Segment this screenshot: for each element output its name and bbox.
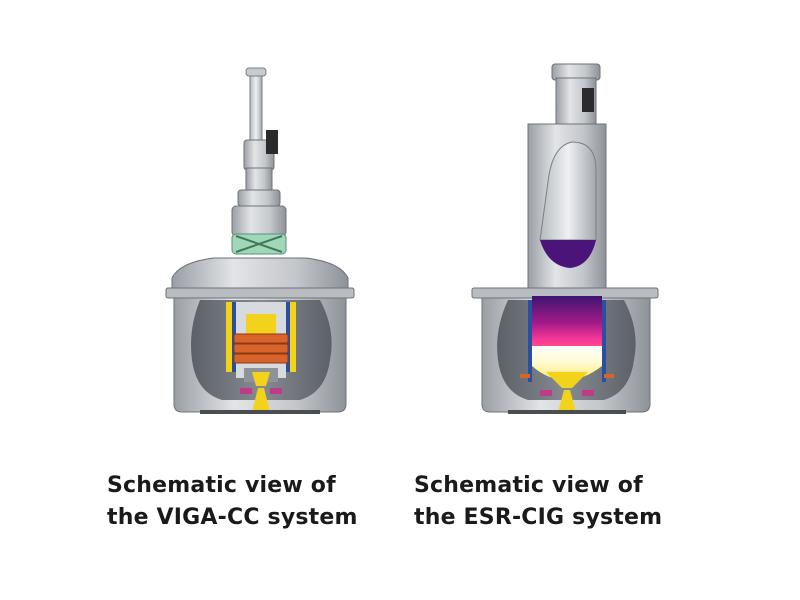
caption-esr-line2: the ESR-CIG system xyxy=(414,505,663,530)
esr-spray xyxy=(558,390,576,412)
viga-top-rod xyxy=(249,69,263,151)
caption-viga-line2: the VIGA-CC system xyxy=(107,505,358,530)
esr-electrode-tip xyxy=(540,240,596,268)
esr-electrode xyxy=(539,141,597,241)
viga-dome-lid xyxy=(171,257,349,291)
esr-melt xyxy=(532,346,602,380)
caption-viga-line1: Schematic view of xyxy=(107,473,336,498)
viga-spray xyxy=(252,388,270,412)
viga-cc-schematic xyxy=(165,67,355,414)
schematic-figure xyxy=(165,63,659,414)
caption-esr-cig: Schematic view of the ESR-CIG system xyxy=(414,470,662,534)
viga-induction-coil xyxy=(233,333,289,364)
viga-actuator xyxy=(266,130,278,154)
esr-actuator xyxy=(582,88,594,112)
esr-cig-schematic xyxy=(471,63,659,414)
viga-nozzle xyxy=(252,372,270,386)
caption-viga-cc: Schematic view of the VIGA-CC system xyxy=(107,470,358,534)
caption-esr-line1: Schematic view of xyxy=(414,473,643,498)
